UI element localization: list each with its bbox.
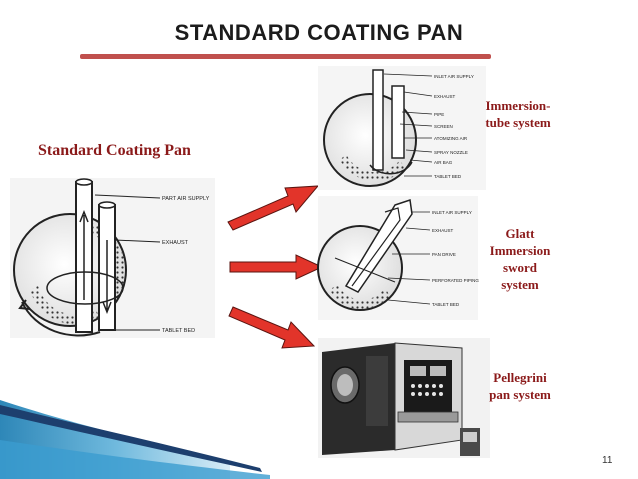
- arrow-to-pellegrini: [228, 306, 316, 349]
- callout-tablet-bed: TABLET BED: [432, 302, 460, 307]
- label-line: sword: [503, 260, 537, 275]
- immersion-tube-figure: INLET AIR SUPPLY EXHAUST PIPE SCREEN ATO…: [318, 66, 486, 190]
- callout-exhaust: EXHAUST: [434, 94, 456, 99]
- callout-exhaust: EXHAUST: [432, 228, 454, 233]
- standard-pan-figure: PART AIR SUPPLY EXHAUST TABLET BED: [10, 178, 215, 338]
- label-line: Pellegrini: [493, 370, 547, 385]
- label-line: Immersion: [489, 243, 551, 258]
- callout-exhaust: EXHAUST: [162, 240, 189, 246]
- callout-pipe: PIPE: [434, 112, 444, 117]
- label-line: Immersion-: [485, 98, 551, 113]
- callout-air-bag: AIR BAG: [434, 160, 453, 165]
- pellegrini-machine-figure: [318, 338, 490, 458]
- callout-pan-drive: PAN DRIVE: [432, 252, 456, 257]
- arrow-to-immersion-tube: [227, 185, 320, 231]
- slide-title: STANDARD COATING PAN: [174, 20, 464, 45]
- immersion-tube-label: Immersion- tube system: [476, 97, 560, 131]
- callout-spray-nozzle: SPRAY NOZZLE: [434, 150, 468, 155]
- callout-inlet-air: INLET AIR SUPPLY: [434, 74, 474, 79]
- label-line: Glatt: [505, 226, 535, 241]
- title-underline: [80, 54, 491, 59]
- pellegrini-label: Pellegrini pan system: [478, 369, 562, 403]
- page-number: 11: [602, 455, 613, 466]
- label-line: tube system: [485, 115, 551, 130]
- callout-atomizing-air: ATOMIZING AIR: [434, 136, 468, 141]
- glatt-sword-label: Glatt Immersion sword system: [478, 225, 562, 293]
- glatt-sword-figure: INLET AIR SUPPLY EXHAUST PAN DRIVE PERFO…: [317, 196, 479, 320]
- callout-perforated-piping: PERFORATED PIPING: [432, 278, 479, 283]
- standard-pan-label: Standard Coating Pan: [38, 142, 191, 159]
- callout-screen: SCREEN: [434, 124, 453, 129]
- callout-inlet-air: INLET AIR SUPPLY: [432, 210, 472, 215]
- corner-swoosh: [0, 400, 270, 479]
- label-line: system: [501, 277, 539, 292]
- label-line: pan system: [489, 387, 551, 402]
- callout-tablet-bed: TABLET BED: [162, 328, 195, 334]
- callout-tablet-bed: TABLET BED: [434, 174, 462, 179]
- callout-part-air: PART AIR SUPPLY: [162, 196, 210, 202]
- arrow-to-glatt-sword: [229, 254, 324, 280]
